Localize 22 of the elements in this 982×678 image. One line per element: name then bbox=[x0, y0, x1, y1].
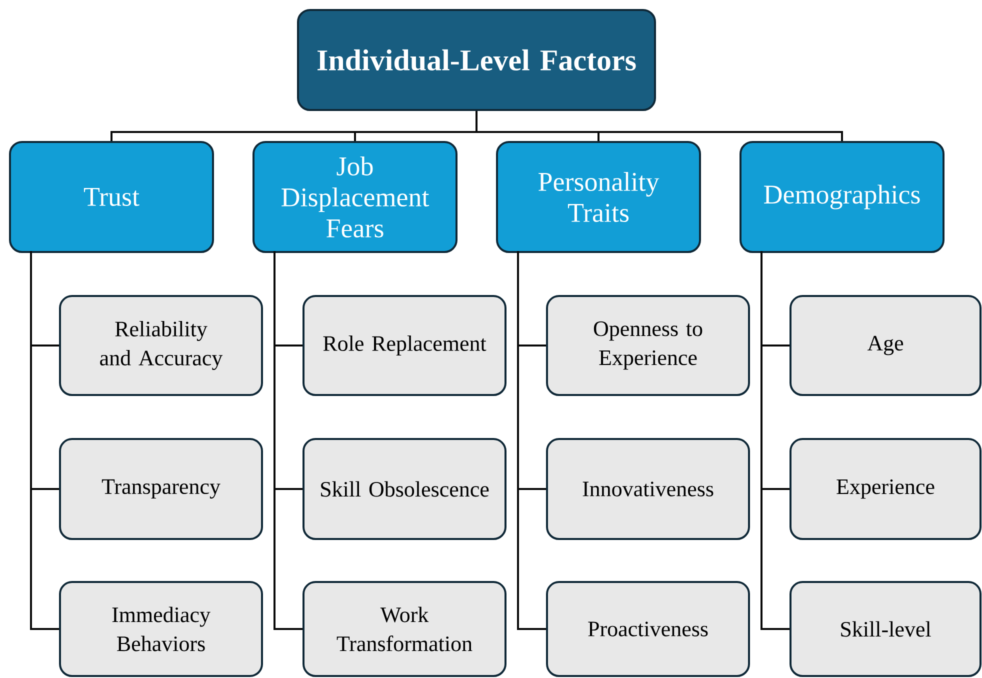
factor-box: Transparency bbox=[59, 438, 263, 540]
category-box: Job Displacement Fears bbox=[252, 141, 458, 253]
factor-box: Proactiveness bbox=[546, 581, 750, 677]
factor-box: Experience bbox=[790, 438, 982, 540]
factor-box: Work Transformation bbox=[302, 581, 506, 677]
connector-line bbox=[517, 251, 546, 630]
category-box: Demographics bbox=[740, 141, 944, 253]
category-box: Trust bbox=[9, 141, 214, 253]
connector-line bbox=[274, 251, 302, 630]
connector-line bbox=[760, 251, 790, 630]
category-box: Personality Traits bbox=[496, 141, 701, 253]
factor-box: Immediacy Behaviors bbox=[59, 581, 263, 677]
title-box: Individual-Level Factors bbox=[297, 9, 656, 111]
factor-box: Reliability and Accuracy bbox=[59, 295, 263, 396]
factor-box: Skill Obsolescence bbox=[302, 438, 506, 540]
factor-box: Role Replacement bbox=[302, 295, 506, 396]
factor-box: Skill-level bbox=[790, 581, 982, 677]
connector-line bbox=[476, 111, 843, 141]
factor-box: Openness to Experience bbox=[546, 295, 750, 396]
factor-box: Innovativeness bbox=[546, 438, 750, 540]
factor-box: Age bbox=[790, 295, 982, 396]
connector-line bbox=[30, 251, 59, 630]
